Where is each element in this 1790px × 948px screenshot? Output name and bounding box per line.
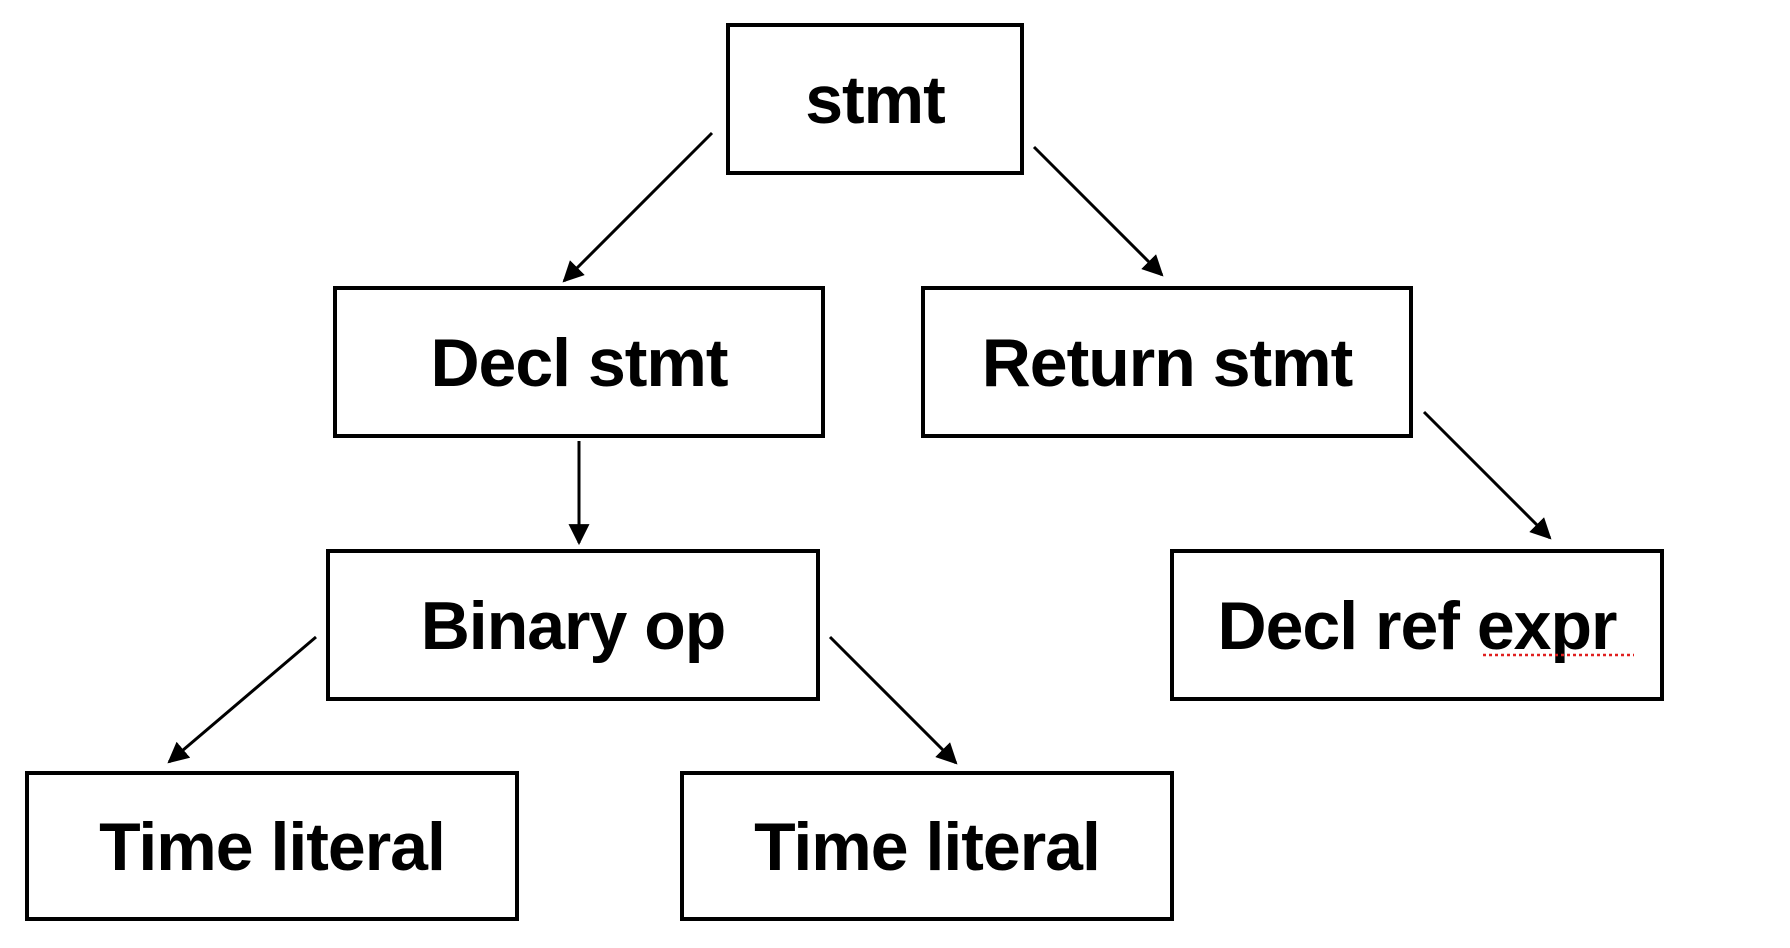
node-box (726, 23, 1024, 175)
node-label: Time literal (99, 809, 445, 885)
edge-stmt-to-decl-stmt (562, 131, 714, 283)
edge-binary-op-to-time-literal-left (167, 635, 317, 764)
node-decl-ref-expr: Decl ref expr (1170, 549, 1664, 701)
node-box (333, 286, 825, 438)
node-return-stmt: Return stmt (921, 286, 1413, 438)
node-label: Decl ref expr (1218, 588, 1618, 664)
node-label: stmt (805, 62, 945, 138)
node-label: Decl stmt (430, 325, 727, 401)
edge-return-stmt-to-decl-ref-expr (1422, 410, 1552, 540)
node-label: Time literal (754, 809, 1100, 885)
node-time-literal-right: Time literal (680, 771, 1174, 921)
node-box (25, 771, 519, 921)
node-stmt: stmt (726, 23, 1024, 175)
node-box (1170, 549, 1664, 701)
node-decl-stmt: Decl stmt (333, 286, 825, 438)
edge-stmt-to-return-stmt (1032, 145, 1164, 277)
node-label: Return stmt (982, 325, 1353, 401)
node-binary-op: Binary op (326, 549, 820, 701)
node-box (680, 771, 1174, 921)
node-box (326, 549, 820, 701)
node-label: Binary op (421, 588, 726, 664)
node-box (921, 286, 1413, 438)
edges (167, 131, 1552, 765)
edge-binary-op-to-time-literal-right (828, 635, 958, 765)
node-time-literal-left: Time literal (25, 771, 519, 921)
